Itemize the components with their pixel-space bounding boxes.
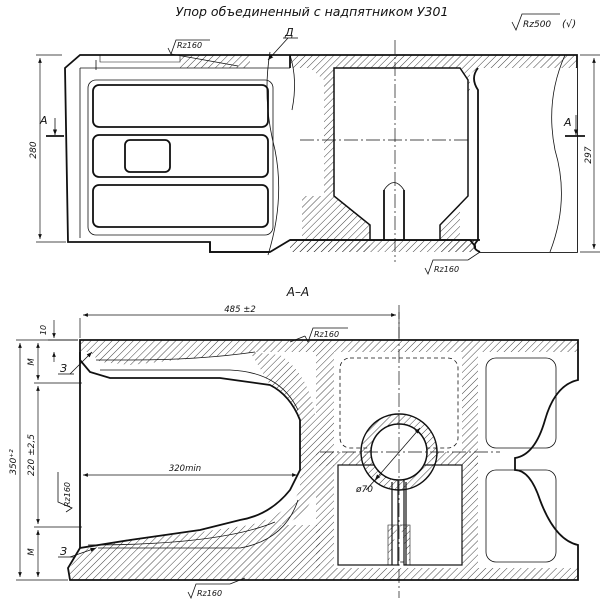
rz-callout-top2: Rz160: [289, 327, 348, 344]
dim-320-group: 320min: [83, 464, 297, 477]
dim-10-group: 10: [39, 320, 78, 362]
dim-350-group: 350⁺²: [9, 339, 78, 581]
dim-m-bottom-group: М: [27, 530, 40, 577]
dim-10-label: 10: [39, 325, 48, 335]
dim-m-top-label: М: [27, 358, 37, 366]
general-roughness-label: Rz500: [523, 20, 551, 30]
top-view: [64, 40, 578, 262]
dim-220-group: 220 ±2,5: [27, 382, 82, 528]
rz-side-label: Rz160: [63, 482, 72, 507]
section-mark-right-label: А: [563, 116, 572, 129]
section-title: А–А: [286, 285, 309, 299]
dim-297-group: 297: [580, 54, 600, 253]
section-marker-right: А: [563, 115, 585, 137]
section-marker-left: А: [39, 114, 64, 137]
label-3-top: З: [58, 351, 93, 375]
rz-bottom2-label: Rz160: [197, 589, 222, 598]
rz-callout-side: Rz160: [57, 472, 73, 513]
section-mark-left-label: А: [39, 114, 48, 127]
dim-297-label: 297: [584, 146, 594, 163]
dim-320-label: 320min: [169, 464, 201, 474]
dim-220-label: 220 ±2,5: [27, 434, 37, 476]
drawing-title: Упор объединенный с надпятником У301: [176, 4, 449, 19]
dim-350-label: 350⁺²: [9, 449, 19, 475]
section-view: ø70: [67, 305, 579, 598]
rz-top2-label: Rz160: [314, 330, 339, 339]
dim-phi70-label: ø70: [355, 485, 373, 495]
leader-d: Д: [267, 26, 298, 61]
dim-280-label: 280: [29, 141, 39, 158]
dim-280-group: 280: [29, 54, 66, 243]
label-3-bottom-text: З: [60, 545, 67, 558]
rz-callout-top1: Rz160: [167, 39, 239, 67]
rz-callout-bottom1: Rz160: [424, 251, 481, 276]
dim-485-label: 485 ±2: [224, 305, 255, 315]
label-3-bottom: З: [58, 545, 97, 558]
dim-m-top-group: М: [27, 343, 40, 380]
dim-m-bottom-label: М: [27, 548, 37, 556]
dim-485-group: 485 ±2: [79, 305, 400, 338]
rz-bottom1-label: Rz160: [434, 265, 459, 274]
rz-callout-bottom2: Rz160: [187, 577, 246, 600]
rz-top1-label: Rz160: [177, 41, 202, 50]
general-roughness-symbol: Rz500 (√): [511, 13, 576, 31]
label-3-top-text: З: [60, 362, 67, 375]
leader-d-label: Д: [284, 26, 294, 39]
general-roughness-suffix: (√): [562, 19, 576, 30]
